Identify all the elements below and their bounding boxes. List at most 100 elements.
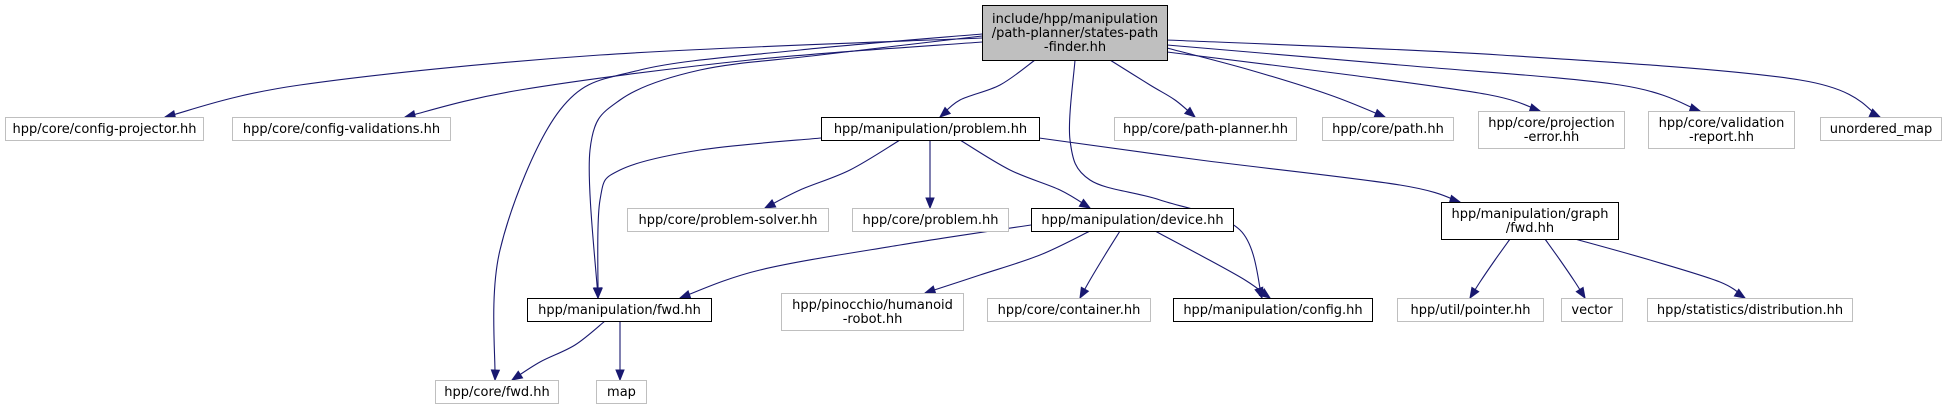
node-layer: include/hpp/manipulation/path-planner/st… — [5, 5, 1942, 404]
edge-line — [1166, 51, 1541, 112]
node-label-line: unordered_map — [1830, 122, 1933, 137]
node-label-line: hpp/manipulation/device.hh — [1041, 213, 1223, 228]
arrow-head — [938, 106, 952, 118]
node-box — [781, 293, 964, 331]
edge-line — [1166, 39, 1881, 118]
node-problem[interactable]: hpp/manipulation/problem.hh — [821, 117, 1040, 141]
node-label-line: hpp/core/problem.hh — [862, 213, 998, 228]
node-box — [1561, 298, 1623, 322]
edge-graph_fwd-to-pointer — [1469, 238, 1511, 300]
arrow-head — [1448, 194, 1462, 204]
node-label-line: -error.hh — [1524, 130, 1580, 145]
node-vector: vector — [1561, 298, 1623, 322]
node-box — [1820, 117, 1942, 141]
edge-line — [1079, 230, 1121, 299]
node-manip_fwd[interactable]: hpp/manipulation/fwd.hh — [527, 298, 712, 322]
arrow-head — [1868, 108, 1882, 118]
arrow-head — [1469, 286, 1480, 300]
node-box — [1173, 298, 1373, 322]
node-projection_error: hpp/core/projection-error.hh — [1478, 111, 1625, 149]
node-box — [1648, 111, 1795, 149]
node-box — [527, 298, 712, 322]
node-pointer: hpp/util/pointer.hh — [1397, 298, 1544, 322]
node-box — [5, 117, 204, 141]
node-label-line: /fwd.hh — [1506, 221, 1554, 236]
edge-problem-to-graph_fwd — [1038, 137, 1462, 204]
arrow-head — [1258, 288, 1272, 299]
node-path_planner: hpp/core/path-planner.hh — [1114, 117, 1297, 141]
node-label-line: hpp/core/validation — [1659, 116, 1785, 131]
edge-line — [1154, 230, 1271, 299]
edge-line — [939, 59, 1036, 118]
arrow-head — [1688, 103, 1702, 113]
edge-line — [1109, 59, 1196, 118]
node-box — [982, 5, 1168, 61]
arrow-head — [593, 287, 603, 300]
edge-line — [597, 137, 822, 299]
node-label-line: -finder.hh — [1044, 40, 1106, 55]
node-box — [821, 117, 1040, 141]
edge-line — [588, 35, 983, 299]
edge-problem-to-manip_fwd — [593, 137, 822, 300]
arrow-head — [1528, 103, 1542, 113]
node-box — [1647, 298, 1853, 322]
edge-device-to-manip_config — [1154, 230, 1272, 299]
edge-root-to-problem — [938, 59, 1036, 118]
node-label-line: hpp/manipulation/problem.hh — [834, 122, 1027, 137]
node-box — [1478, 111, 1625, 149]
edge-line — [1574, 238, 1746, 299]
node-label-line: hpp/core/problem-solver.hh — [639, 213, 818, 228]
node-label-line: hpp/core/path.hh — [1332, 122, 1444, 137]
node-box — [1322, 117, 1454, 141]
node-graph_fwd[interactable]: hpp/manipulation/graph/fwd.hh — [1441, 202, 1619, 240]
node-label-line: hpp/core/config-projector.hh — [13, 122, 197, 137]
node-label-line: hpp/manipulation/fwd.hh — [538, 303, 701, 318]
node-core_problem: hpp/core/problem.hh — [852, 208, 1009, 232]
edge-line — [1544, 238, 1586, 299]
arrow-head — [490, 369, 501, 382]
node-box — [1031, 208, 1234, 232]
arrow-head — [1078, 198, 1092, 209]
edge-line — [1038, 137, 1461, 203]
node-label-line: -report.hh — [1689, 130, 1754, 145]
arrow-head — [1373, 108, 1387, 118]
node-core_path: hpp/core/path.hh — [1322, 117, 1454, 141]
node-root[interactable]: include/hpp/manipulation/path-planner/st… — [982, 5, 1168, 61]
node-label-line: hpp/util/pointer.hh — [1411, 303, 1531, 318]
node-manip_config[interactable]: hpp/manipulation/config.hh — [1173, 298, 1373, 322]
node-config_validations: hpp/core/config-validations.hh — [232, 117, 451, 141]
node-config_projector: hpp/core/config-projector.hh — [5, 117, 204, 141]
node-distribution: hpp/statistics/distribution.hh — [1647, 298, 1853, 322]
node-box — [1114, 117, 1297, 141]
arrow-head — [1183, 106, 1197, 118]
arrow-head — [1079, 286, 1090, 300]
edge-problem-to-problem_solver — [763, 139, 901, 209]
arrow-head — [1733, 288, 1747, 299]
node-label-line: hpp/manipulation/graph — [1451, 207, 1608, 222]
edge-root-to-core_fwd — [490, 33, 983, 382]
node-device[interactable]: hpp/manipulation/device.hh — [1031, 208, 1234, 232]
node-label-line: hpp/manipulation/config.hh — [1183, 303, 1362, 318]
edge-line — [1166, 44, 1701, 112]
edge-line — [924, 230, 1091, 294]
node-box — [232, 117, 451, 141]
node-label-line: hpp/core/projection — [1488, 116, 1615, 131]
edge-line — [404, 41, 983, 118]
node-map: map — [596, 380, 647, 404]
edge-line — [164, 37, 983, 118]
node-box — [1397, 298, 1544, 322]
node-label-line: vector — [1571, 303, 1613, 318]
node-box — [596, 380, 647, 404]
edge-line — [1068, 59, 1263, 299]
node-problem_solver: hpp/core/problem-solver.hh — [627, 208, 829, 232]
node-humanoid_robot: hpp/pinocchio/humanoid-robot.hh — [781, 293, 964, 331]
edge-root-to-manip_config — [1068, 59, 1264, 300]
edge-line — [493, 33, 983, 381]
arrow-head — [678, 290, 692, 300]
edge-line — [959, 139, 1091, 209]
node-validation_report: hpp/core/validation-report.hh — [1648, 111, 1795, 149]
node-box — [987, 298, 1151, 322]
node-label-line: hpp/core/path-planner.hh — [1123, 122, 1288, 137]
node-box — [1441, 202, 1619, 240]
